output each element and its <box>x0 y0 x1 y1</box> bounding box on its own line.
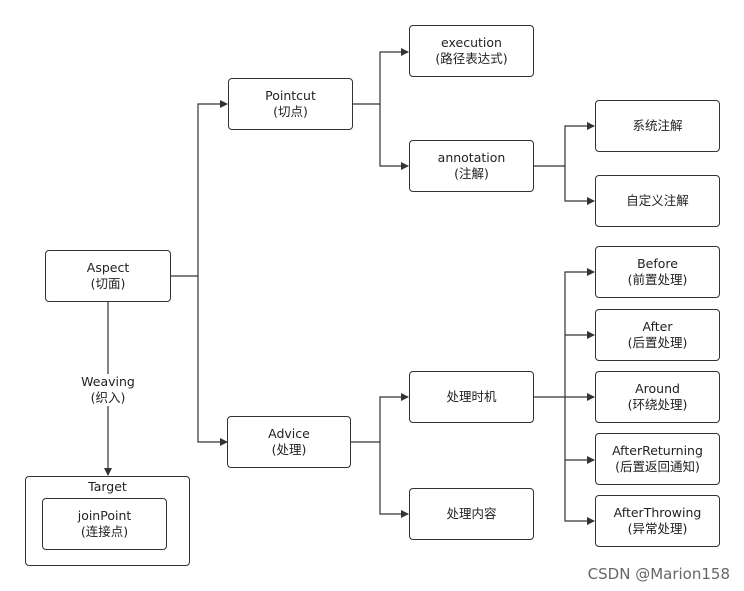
node-after-sub: (后置处理) <box>627 335 688 350</box>
node-before-title: Before <box>637 256 678 271</box>
node-execution-sub: (路径表达式) <box>435 51 508 66</box>
node-join-point-sub: (连接点) <box>80 524 129 539</box>
node-after-title: After <box>642 319 673 334</box>
edge-pointcut-execution <box>353 48 409 105</box>
node-after[interactable]: After (后置处理) <box>595 309 720 361</box>
node-aspect-sub: (切面) <box>90 276 126 291</box>
node-after-returning-sub: (后置返回通知) <box>615 459 700 474</box>
edge-advice-timing <box>351 393 409 443</box>
watermark: CSDN @Marion158 <box>587 565 730 583</box>
node-custom-annotation-title: 自定义注解 <box>626 193 689 208</box>
node-around-sub: (环绕处理) <box>627 397 688 412</box>
node-after-throwing-title: AfterThrowing <box>613 505 702 520</box>
node-system-annotation-title: 系统注解 <box>632 118 683 133</box>
node-timing-title: 处理时机 <box>446 389 497 404</box>
node-content[interactable]: 处理内容 <box>409 488 534 540</box>
node-timing[interactable]: 处理时机 <box>409 371 534 423</box>
edge-timing-afterreturning <box>564 397 595 464</box>
node-pointcut-sub: (切点) <box>273 104 308 119</box>
weaving-title: Weaving <box>81 374 135 389</box>
node-annotation-title: annotation <box>437 150 506 165</box>
node-after-throwing[interactable]: AfterThrowing (异常处理) <box>595 495 720 547</box>
node-join-point[interactable]: joinPoint (连接点) <box>42 498 167 550</box>
node-join-point-title: joinPoint <box>77 508 132 523</box>
edge-annotation-custom <box>564 166 595 205</box>
node-after-returning[interactable]: AfterReturning (后置返回通知) <box>595 433 720 485</box>
edge-aspect-pointcut <box>171 100 228 277</box>
edge-advice-content <box>379 442 409 518</box>
node-annotation-sub: (注解) <box>454 166 489 181</box>
edge-aspect-advice <box>197 276 228 446</box>
edge-annotation-system <box>534 122 595 167</box>
node-target-title: Target <box>88 479 127 494</box>
node-annotation[interactable]: annotation (注解) <box>409 140 534 192</box>
node-content-title: 处理内容 <box>446 506 497 521</box>
node-system-annotation[interactable]: 系统注解 <box>595 100 720 152</box>
node-after-returning-title: AfterReturning <box>612 443 703 458</box>
weaving-label: Weaving (织入) <box>74 374 142 406</box>
node-after-throwing-sub: (异常处理) <box>627 521 688 536</box>
node-before-sub: (前置处理) <box>627 272 688 287</box>
edge-pointcut-annotation <box>379 104 409 170</box>
node-advice[interactable]: Advice (处理) <box>227 416 351 468</box>
edge-timing-afterthrowing <box>564 460 595 525</box>
node-pointcut[interactable]: Pointcut (切点) <box>228 78 353 130</box>
node-target[interactable]: Target joinPoint (连接点) <box>25 476 190 566</box>
node-advice-sub: (处理) <box>271 442 307 457</box>
node-around[interactable]: Around (环绕处理) <box>595 371 720 423</box>
node-advice-title: Advice <box>268 426 310 441</box>
node-pointcut-title: Pointcut <box>265 88 316 103</box>
node-aspect-title: Aspect <box>86 260 130 275</box>
node-around-title: Around <box>635 381 680 396</box>
node-custom-annotation[interactable]: 自定义注解 <box>595 175 720 227</box>
node-aspect[interactable]: Aspect (切面) <box>45 250 171 302</box>
weaving-sub: (织入) <box>90 390 126 405</box>
node-execution[interactable]: execution (路径表达式) <box>409 25 534 77</box>
node-before[interactable]: Before (前置处理) <box>595 246 720 298</box>
node-execution-title: execution <box>441 35 502 50</box>
